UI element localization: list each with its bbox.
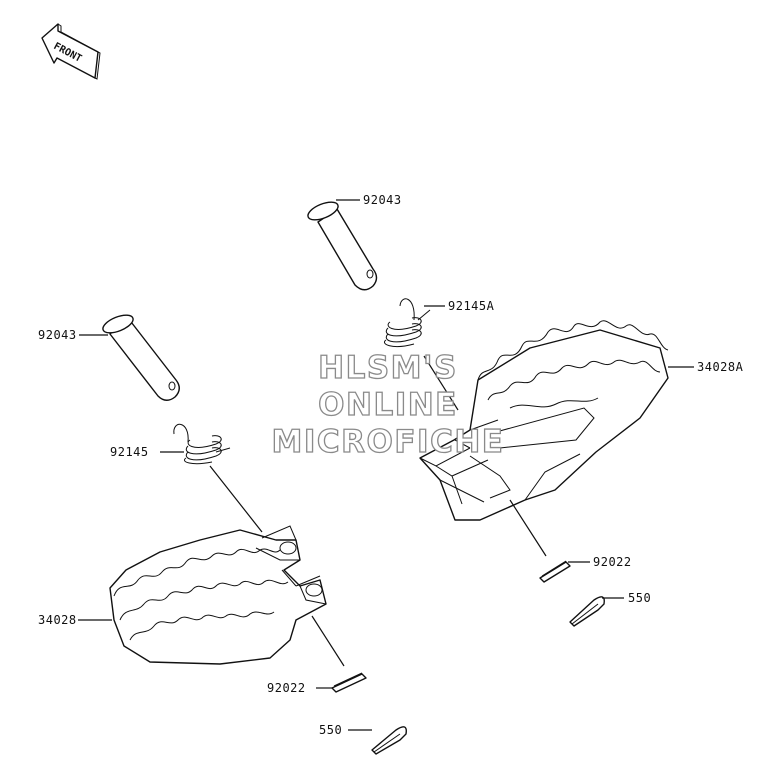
leader-washer-left xyxy=(311,615,345,667)
footpeg-left xyxy=(109,525,327,665)
pin-left xyxy=(102,314,180,401)
label-washer-right: 92022 xyxy=(593,555,632,569)
spring-right xyxy=(384,298,431,347)
label-cotter-left: 550 xyxy=(319,723,342,737)
leader-spring-left xyxy=(209,465,263,533)
label-pin-right: 92043 xyxy=(363,193,402,207)
watermark: HLSM'S ONLINE MICROFICHE xyxy=(271,349,505,460)
cotter-pin-left xyxy=(371,726,407,755)
washer-right xyxy=(539,560,571,583)
spring-left xyxy=(173,424,231,465)
watermark-line-2: ONLINE xyxy=(318,387,458,423)
leader-spring-right xyxy=(423,355,459,411)
label-footpeg-left: 34028 xyxy=(38,613,77,627)
label-pin-left: 92043 xyxy=(38,328,77,342)
footpeg-right xyxy=(419,320,669,521)
watermark-line-3: MICROFICHE xyxy=(272,424,505,460)
label-spring-left: 92145 xyxy=(110,445,149,459)
front-arrow-icon: FRONT xyxy=(41,23,101,80)
leader-washer-right xyxy=(509,499,547,557)
label-footpeg-right: 34028A xyxy=(697,360,744,374)
washer-left xyxy=(331,672,367,693)
label-spring-right: 92145A xyxy=(448,299,495,313)
label-washer-left: 92022 xyxy=(267,681,306,695)
label-cotter-right: 550 xyxy=(628,591,651,605)
cotter-pin-right xyxy=(569,596,605,627)
pin-right xyxy=(307,201,378,291)
watermark-line-1: HLSM'S xyxy=(318,350,458,386)
